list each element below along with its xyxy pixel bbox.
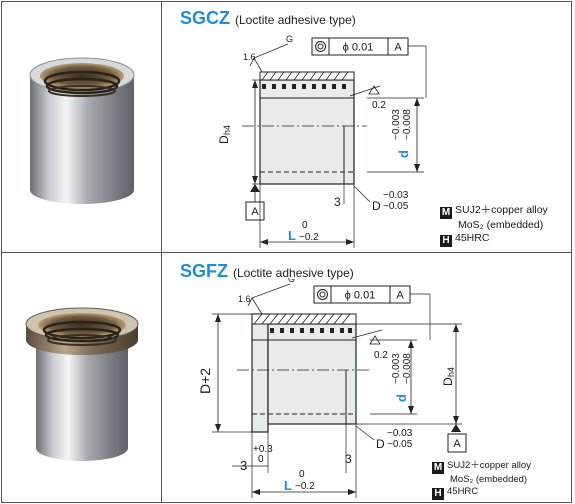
outer-tol-upper: −0.03 (383, 190, 409, 201)
angle-label: 0.2 (374, 350, 388, 361)
concentricity-tolerance: ϕ 0.01 (343, 42, 374, 54)
flange-tol-upper: +0.3 (253, 444, 273, 455)
sgcz-bushing-photo (29, 57, 135, 204)
sgfz-title: SGFZ (Loctite adhesive type) (180, 261, 354, 282)
length-label: L (284, 478, 292, 493)
frame-datum: A (396, 290, 404, 302)
concentricity-tolerance: ϕ 0.01 (345, 290, 376, 302)
outer-dia-D: D (376, 437, 385, 451)
material-badge: M (432, 462, 444, 474)
model-name: SGCZ (180, 8, 231, 28)
inner-tol-upper: −0.003 (391, 353, 402, 384)
inner-tol-upper: −0.003 (391, 109, 402, 140)
svg-text:D: D (217, 135, 231, 144)
length-tol-lower: −0.2 (295, 481, 315, 492)
row-divider (161, 252, 162, 503)
outer-dia-D: D (372, 199, 381, 213)
material-spec-line2: MoS₂ (embedded) (450, 474, 528, 485)
frame-datum: A (394, 42, 402, 54)
length-tol-upper: 0 (299, 469, 305, 480)
outer-dia-label: D h4 (441, 367, 456, 386)
length-tol-lower: −0.2 (299, 232, 319, 243)
outer-tol-lower: −0.05 (387, 439, 413, 450)
sgfz-dimension-drawing: D+2 d −0.003 −0.008 D h4 A 0 (197, 278, 467, 498)
svg-text:h4: h4 (222, 125, 232, 135)
inner-dia-label: d (394, 394, 409, 402)
top-hatch (251, 313, 357, 325)
top-hatch (259, 71, 355, 81)
bushing-body (259, 79, 355, 185)
sgcz-dimension-drawing: D h4 A d −0.003 −0.008 0.2 G 1.6 (217, 34, 427, 248)
chamfer-label: 3 (334, 195, 341, 209)
length-label: L (288, 228, 296, 243)
material-badge: M (440, 207, 452, 219)
bushing-body (267, 323, 357, 425)
flange-dia-label: D+2 (197, 368, 213, 394)
hardness-badge: H (432, 487, 444, 500)
flange-tol-lower: 0 (258, 454, 264, 465)
datum-box-label: A (453, 438, 461, 450)
inner-tol-lower: −0.008 (402, 353, 413, 384)
lubricant-plugs (262, 84, 346, 89)
datum-box-label: A (251, 206, 259, 218)
outer-tol-lower: −0.05 (383, 201, 409, 212)
grade-label: G (288, 278, 295, 284)
grade-label: G (286, 34, 293, 44)
material-spec-line2: MoS₂ (embedded) (458, 219, 544, 231)
outer-dia-label: D h4 (217, 125, 232, 144)
hardness-badge: H (440, 235, 452, 247)
inner-tol-lower: −0.008 (402, 109, 413, 140)
sgcz-title: SGCZ (Loctite adhesive type) (180, 8, 356, 29)
inner-dia-label: d (396, 150, 411, 158)
svg-text:D: D (441, 377, 455, 386)
model-subtitle: (Loctite adhesive type) (233, 266, 354, 280)
model-subtitle: (Loctite adhesive type) (235, 13, 356, 27)
row-divider (161, 1, 162, 253)
length-tol-upper: 0 (302, 220, 308, 231)
angle-label: 0.2 (372, 100, 386, 111)
svg-text:h4: h4 (446, 367, 456, 377)
outer-tol-upper: −0.03 (387, 428, 413, 439)
chamfer-label: 3 (345, 452, 352, 466)
flange-length-label: 3 (240, 458, 247, 473)
roughness-label: 1.6 (243, 52, 256, 62)
roughness-label: 1.6 (238, 294, 251, 304)
sgfz-bushing-photo (25, 307, 139, 461)
model-name: SGFZ (180, 261, 228, 281)
lubricant-plugs (270, 328, 352, 333)
product-row-sgfz (1, 252, 572, 503)
